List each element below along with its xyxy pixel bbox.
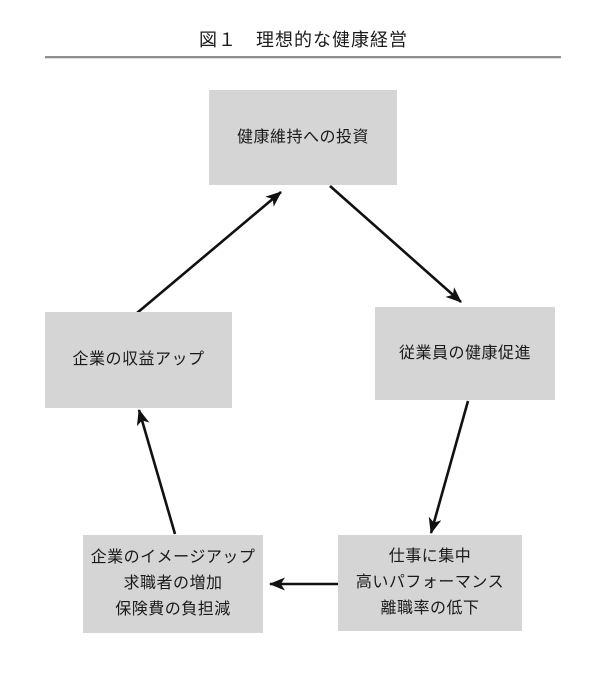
arrow-investment-to-employee-health xyxy=(329,185,462,303)
node-performance-line-2: 高いパフォーマンス xyxy=(355,574,505,591)
node-profit: 企業の収益アップ xyxy=(45,312,232,408)
figure-title: 図１ 理想的な健康経営 xyxy=(199,30,408,50)
node-profit-label: 企業の収益アップ xyxy=(72,351,205,368)
node-investment-label: 健康維持への投資 xyxy=(236,128,369,146)
node-company-image-line-2: 求職者の増加 xyxy=(123,575,223,592)
arrow-company-image-to-profit xyxy=(136,409,177,535)
node-investment: 健康維持への投資 xyxy=(209,90,397,185)
node-company-image: 企業のイメージアップ 求職者の増加 保険費の負担減 xyxy=(83,535,263,633)
node-company-image-line-1: 企業のイメージアップ xyxy=(90,549,256,566)
node-company-image-line-3: 保険費の負担減 xyxy=(115,601,231,618)
node-performance-line-1: 仕事に集中 xyxy=(388,548,472,565)
arrow-profit-to-investment xyxy=(136,191,282,314)
node-performance-line-3: 離職率の低下 xyxy=(380,600,480,617)
title-divider xyxy=(45,56,561,59)
node-employee-health: 従業員の健康促進 xyxy=(375,307,555,400)
arrow-employee-health-to-performance xyxy=(428,400,470,534)
node-employee-health-label: 従業員の健康促進 xyxy=(398,344,531,362)
node-performance: 仕事に集中 高いパフォーマンス 離職率の低下 xyxy=(338,535,522,631)
